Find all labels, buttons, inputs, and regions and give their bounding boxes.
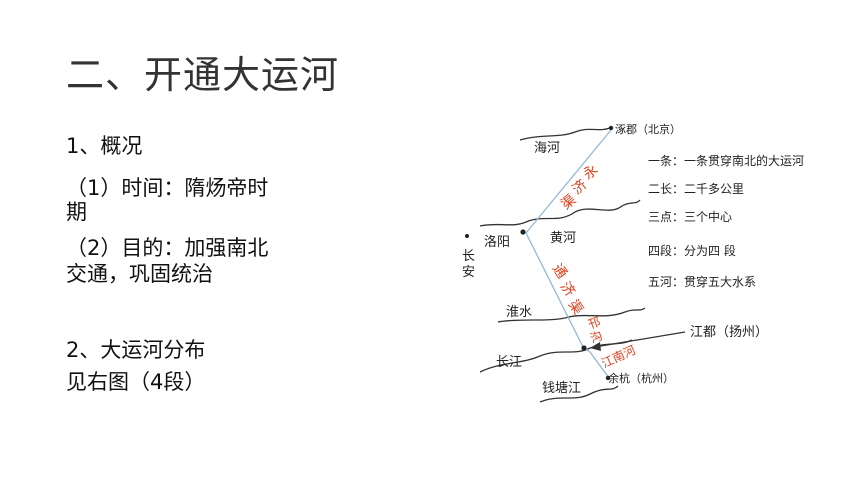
- svg-text:沟: 沟: [588, 329, 604, 346]
- zhuojun-dot: [608, 125, 614, 131]
- svg-text:通: 通: [549, 261, 570, 282]
- legend-item-2: 二长：二千多公里: [648, 182, 744, 196]
- label-qiantangjiang: 钱塘江: [542, 380, 581, 396]
- label-jiangnanhe: 江南河: [599, 342, 638, 371]
- see-map-line: 见右图（4段）: [66, 370, 206, 394]
- label-huaishui: 淮水: [506, 305, 532, 320]
- label-luoyang: 洛阳: [484, 235, 510, 250]
- purpose-line-cont: 交通，巩固统治: [66, 262, 213, 286]
- legend-item-4: 四段：分为四 段: [648, 243, 736, 258]
- svg-text:济: 济: [557, 279, 578, 300]
- yongji-canal: [525, 129, 612, 234]
- slide-title: 二、开通大运河: [66, 53, 340, 97]
- label-yuhang: 余杭（杭州）: [608, 371, 674, 385]
- svg-text:渠: 渠: [565, 297, 586, 318]
- section-distribution-heading: 2、大运河分布: [66, 338, 206, 362]
- svg-text:邗: 邗: [586, 315, 602, 332]
- label-changan-1: 长: [462, 249, 475, 264]
- huaishui-river: [497, 307, 646, 323]
- time-line: （1）时间：隋炀帝时: [66, 176, 269, 200]
- legend-item-1: 一条：一条贯穿南北的大运河: [648, 153, 804, 168]
- time-line-cont: 期: [66, 200, 87, 224]
- canal-route: [525, 129, 612, 379]
- label-changjiang: 长江: [496, 355, 522, 370]
- label-zhuojun: 涿郡（北京）: [615, 122, 681, 136]
- label-huanghe: 黄河: [550, 231, 576, 246]
- legend-item-5: 五河：贯穿五大水系: [648, 274, 756, 289]
- label-changan-2: 安: [462, 265, 475, 280]
- map-legend: 一条：一条贯穿南北的大运河 二长：二千多公里 三点：三个中心 四段：分为四 段 …: [648, 153, 804, 289]
- section-overview-heading: 1、概况: [66, 134, 143, 158]
- jiangdu-dot: [581, 345, 587, 351]
- label-haihe: 海河: [534, 141, 560, 156]
- changan-dot: [465, 234, 469, 238]
- jiangnanhe-canal: [589, 351, 610, 379]
- label-jiangdu: 江都（扬州）: [690, 325, 768, 340]
- jiangdu-arrow: [590, 331, 686, 351]
- yuhang-dot: [605, 375, 611, 381]
- tongji-canal: [525, 232, 584, 348]
- svg-text:永: 永: [580, 162, 601, 183]
- haihe-river: [519, 126, 613, 141]
- label-hangou: 邗 沟: [586, 315, 604, 346]
- huanghe-river: [479, 199, 641, 227]
- luoyang-dot: [520, 229, 526, 235]
- label-yongji: 永 济 渠: [558, 162, 601, 213]
- purpose-line: （2）目的：加强南北: [66, 236, 269, 260]
- qiantangjiang-river: [539, 385, 619, 403]
- legend-item-3: 三点：三个中心: [648, 209, 732, 224]
